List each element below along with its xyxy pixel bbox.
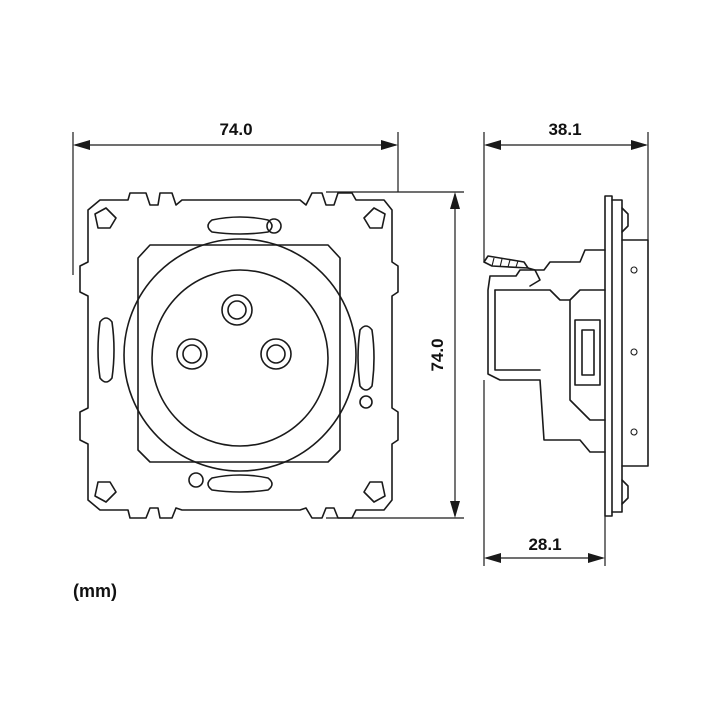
right-contact-outer [260,338,292,370]
dimension-side-base-depth: 28.1 [483,380,606,566]
socket-outer-ring [123,238,357,472]
corner-hole-top-right [363,207,386,229]
socket-face [151,269,329,447]
bottom-slot [207,474,273,493]
top-slot [207,216,273,235]
front-height-label: 74.0 [428,338,447,371]
corner-hole-bottom-left [94,481,117,503]
front-width-label: 74.0 [219,120,252,139]
left-contact-outer [176,338,208,370]
left-slot [97,317,115,383]
mounting-frame [79,192,399,519]
socket-body [137,244,341,463]
dimension-front-height: 74.0 [326,191,464,519]
earth-pin-inner [227,300,247,320]
side-terminal-screw [483,255,529,269]
corner-hole-top-left [94,207,117,229]
side-view [483,195,649,517]
side-mechanism [487,249,606,453]
side-depth-label: 38.1 [548,120,581,139]
units-label: (mm) [73,581,117,601]
front-view [79,192,399,519]
earth-pin-outer [221,294,253,326]
side-cover-plate [621,239,649,467]
side-base-depth-label: 28.1 [528,535,561,554]
right-slot [357,325,375,391]
dimension-front-width: 74.0 [72,120,399,275]
right-contact-inner [266,344,286,364]
dimension-side-depth: 38.1 [483,120,649,262]
corner-hole-bottom-right [363,481,386,503]
left-contact-inner [182,344,202,364]
side-front-plate [604,195,613,517]
